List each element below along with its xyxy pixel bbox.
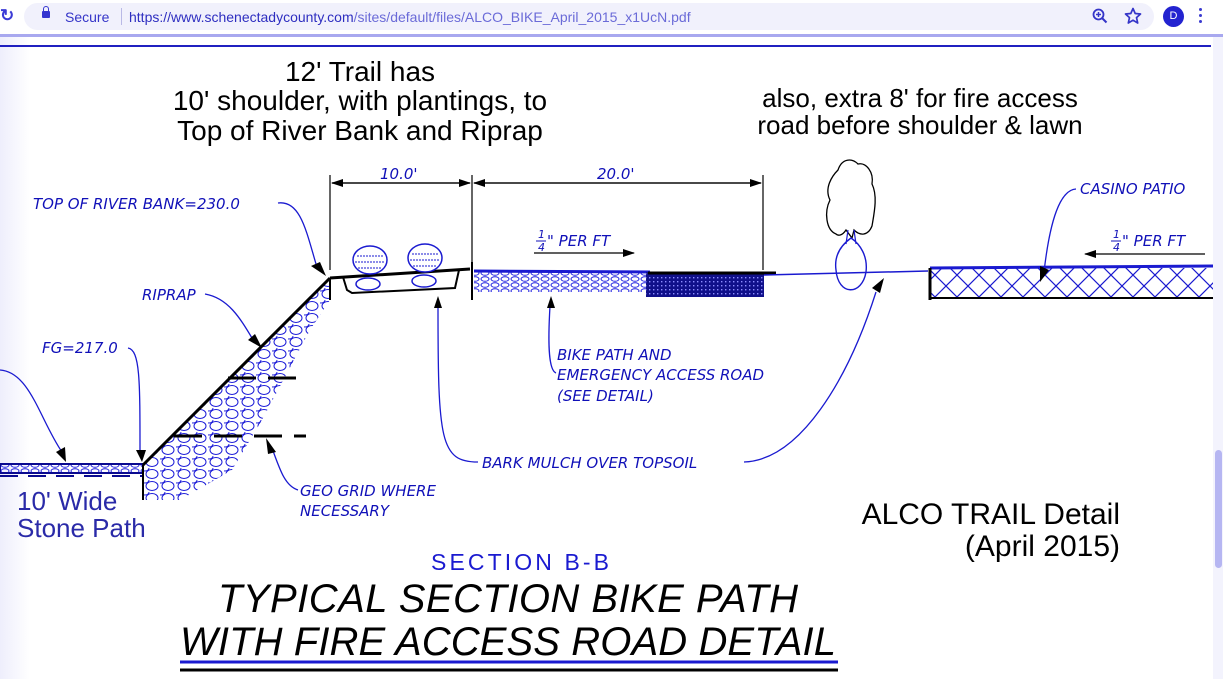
- address-separator: [121, 8, 122, 25]
- viewer-left-shade: [0, 37, 30, 679]
- shrub-icon: [352, 245, 388, 275]
- security-label[interactable]: Secure: [65, 9, 110, 25]
- scrollbar-track[interactable]: [1213, 37, 1223, 679]
- stone-path: [0, 463, 144, 477]
- fg-label: FG=217.0: [42, 339, 118, 357]
- url-text[interactable]: https://www.schenectadycounty.com/sites/…: [129, 9, 691, 25]
- bark-mulch-label: BARK MULCH OVER TOPSOIL: [482, 454, 697, 472]
- svg-text:4: 4: [538, 241, 545, 254]
- fire-note-line-1: also, extra 8' for fire access: [762, 83, 1078, 113]
- cad-drawing: 10.0' 20.0' TOP OF RIVER BANK=230.0 RIPR…: [0, 159, 1213, 672]
- toolbar-divider: [0, 34, 1223, 37]
- scrollbar-thumb[interactable]: [1215, 450, 1222, 568]
- url-host: https://www.schenectadycounty.com: [129, 9, 354, 25]
- geo-grid-label-2: NECESSARY: [300, 502, 391, 520]
- tree-icon: [825, 159, 876, 291]
- stone-path-line-1: 10' Wide: [17, 486, 118, 516]
- zoom-icon[interactable]: [1092, 8, 1108, 24]
- reload-icon[interactable]: ↻: [0, 6, 15, 25]
- url-path: /sites/default/files/ALCO_BIKE_April_201…: [353, 9, 691, 25]
- slope-note-left: 1 4 " PER FT: [536, 228, 612, 254]
- title-line-1: TYPICAL SECTION BIKE PATH: [218, 577, 798, 621]
- svg-text:1: 1: [1113, 228, 1120, 241]
- browser-toolbar: ↻ Secure https://www.schenectadycounty.c…: [0, 0, 1223, 34]
- dimension-lines: [329, 175, 1205, 270]
- pdf-viewer: [0, 37, 1213, 679]
- dim-right-label: 20.0': [597, 165, 635, 183]
- slope-note-right: 1 4 " PER FT: [1111, 228, 1187, 254]
- title-line-2: WITH FIRE ACCESS ROAD DETAIL: [180, 620, 836, 664]
- fire-access-note: also, extra 8' for fire access road befo…: [730, 83, 1110, 141]
- planting-shoulder: [329, 243, 471, 295]
- trail-note-line-2: 10' shoulder, with plantings, to: [172, 85, 548, 117]
- fire-note-line-2: road before shoulder & lawn: [757, 110, 1083, 141]
- bike-path-label-2: EMERGENCY ACCESS ROAD: [557, 366, 764, 384]
- stone-path-note: 10' Wide Stone Path: [17, 486, 146, 544]
- detail-title-note: ALCO TRAIL Detail (April 2015): [820, 499, 1120, 562]
- bike-path-label-3: (SEE DETAIL): [557, 387, 654, 405]
- geo-grid-label-1: GEO GRID WHERE: [300, 482, 436, 500]
- section-label: SECTION B-B: [431, 549, 609, 575]
- top-of-bank-label: TOP OF RIVER BANK=230.0: [33, 195, 240, 213]
- riprap-slope: [141, 276, 332, 500]
- lock-icon[interactable]: [42, 6, 50, 18]
- svg-text:4: 4: [1113, 241, 1120, 254]
- leader-lines: [0, 188, 1077, 491]
- page-top-border: [0, 45, 1211, 47]
- casino-patio-label: CASINO PATIO: [1080, 180, 1186, 198]
- lawn-ground-line: [763, 270, 929, 276]
- bike-path-section: [471, 262, 776, 300]
- trail-note: 12' Trail has 10' shoulder, with plantin…: [140, 56, 580, 146]
- kebab-menu-icon[interactable]: [1199, 8, 1203, 26]
- trail-note-line-3: Top of River Bank and Riprap: [177, 114, 543, 146]
- dim-left-label: 10.0': [380, 165, 418, 183]
- bike-path-label-1: BIKE PATH AND: [557, 346, 672, 364]
- svg-text:1: 1: [538, 228, 545, 241]
- stone-path-line-2: Stone Path: [17, 513, 146, 544]
- avatar[interactable]: D: [1163, 6, 1184, 27]
- address-bar[interactable]: Secure https://www.schenectadycounty.com…: [24, 3, 1154, 30]
- svg-text:" PER FT: " PER FT: [1122, 232, 1187, 250]
- shrub-icon: [407, 243, 443, 273]
- svg-text:" PER FT: " PER FT: [547, 232, 612, 250]
- star-icon[interactable]: [1124, 7, 1142, 25]
- trail-note-line-1: 12' Trail has: [284, 56, 436, 87]
- riprap-label: RIPRAP: [142, 286, 197, 304]
- leader-arrowheads: [56, 262, 1049, 462]
- detail-title-line-2: (April 2015): [964, 529, 1120, 563]
- detail-title-line-1: ALCO TRAIL Detail: [861, 498, 1120, 531]
- casino-patio: [928, 264, 1213, 300]
